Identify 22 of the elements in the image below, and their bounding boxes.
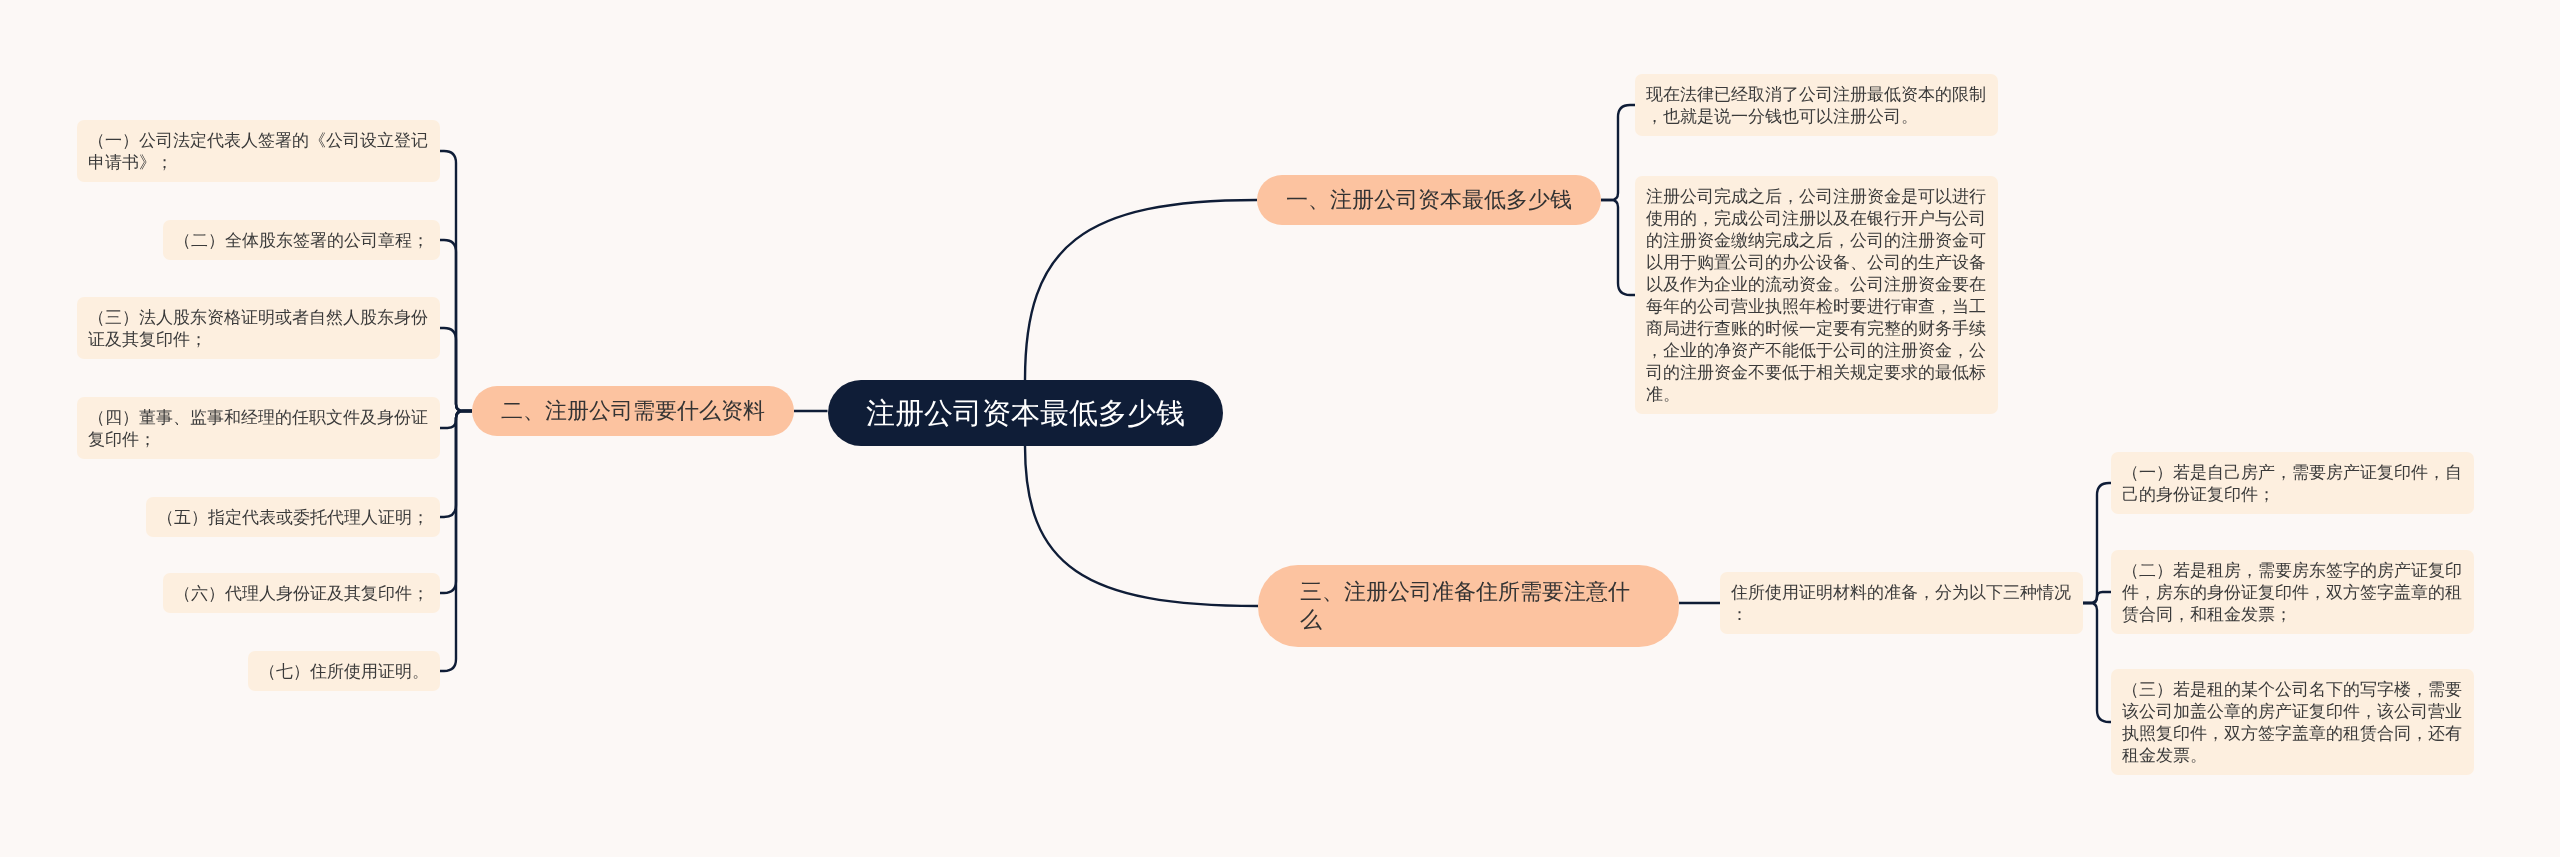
text-card: （一）公司法定代表人签署的《公司设立登记申请书》； — [77, 120, 440, 182]
text-card: （五）指定代表或委托代理人证明； — [146, 497, 440, 537]
text-card: （二）全体股东签署的公司章程； — [163, 220, 440, 260]
text-card: 注册公司完成之后，公司注册资金是可以进行使用的，完成公司注册以及在银行开户与公司的注册资金缴纳完成之后，公司的注册资金可以用于购置公司的办公设备、公司的生产设备以及作为企业的流动资金。公司注册资金要在每年的公司营业执照年检时要进行审查，当工商局进行查账的时候一定要有完整的财务手续，企业的净资产不能低于公司的注册资金，公司的注册资金不要低于相关规定要求的最低标准。 — [1635, 176, 1998, 414]
text-card: （二）若是租房，需要房东签字的房产证复印件，房东的身份证复印件，双方签字盖章的租赁合同，和租金发票； — [2111, 550, 2474, 634]
connector-line — [2083, 601, 2111, 724]
connector-line — [1023, 445, 1259, 608]
text-card: （一）若是自己房产，需要房产证复印件，自己的身份证复印件； — [2111, 452, 2474, 514]
text-card: （三）若是租的某个公司名下的写字楼，需要该公司加盖公章的房产证复印件，该公司营业执照复印件，双方签字盖章的租赁合同，还有租金发票。 — [2111, 669, 2474, 775]
text-card: 住所使用证明材料的准备，分为以下三种情况： — [1720, 572, 2083, 634]
text-card: （六）代理人身份证及其复印件； — [163, 573, 440, 613]
connector-line — [794, 409, 828, 413]
connector-line — [1023, 198, 1258, 381]
text-card: （七）住所使用证明。 — [248, 651, 440, 691]
text-card: 现在法律已经取消了公司注册最低资本的限制，也就是说一分钱也可以注册公司。 — [1635, 74, 1998, 136]
topic-pill: 一、注册公司资本最低多少钱 — [1257, 175, 1601, 225]
text-card: （四）董事、监事和经理的任职文件及身份证复印件； — [77, 397, 440, 459]
connector-line — [1679, 601, 1720, 605]
topic-pill: 二、注册公司需要什么资料 — [472, 386, 794, 436]
central-topic: 注册公司资本最低多少钱 — [827, 380, 1223, 446]
text-card: （三）法人股东资格证明或者自然人股东身份证及其复印件； — [77, 297, 440, 359]
topic-pill: 三、注册公司准备住所需要注意什么 — [1258, 565, 1679, 647]
